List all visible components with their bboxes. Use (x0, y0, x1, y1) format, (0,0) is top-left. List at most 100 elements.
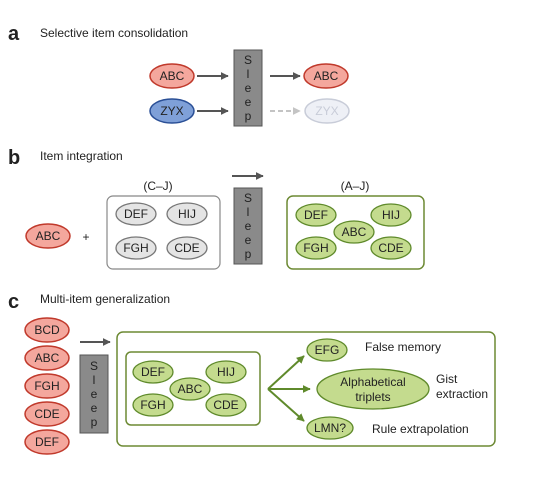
sleep-box-c: S l e e p (79, 354, 109, 434)
sleep-c-letter-3: e (91, 387, 98, 401)
node-triplets-label-line1: Alphabetical (340, 375, 405, 389)
panel-a: a Selective item consolidation ABC ZYX S… (8, 23, 350, 127)
node-zyx-output-label: ZYX (315, 104, 338, 118)
node-hij-gray-label: HIJ (178, 207, 196, 221)
sleep-b-letter-3: e (245, 219, 252, 233)
panel-a-title: Selective item consolidation (40, 26, 188, 40)
sleep-a-letter-2: l (247, 67, 250, 81)
node-fgh-gray-shape (115, 236, 157, 260)
node-cde-green-b-shape (370, 236, 412, 260)
node-fgh-stack-shape (24, 373, 70, 399)
node-abc-b-label: ABC (36, 229, 61, 243)
node-lmn-label: LMN? (314, 421, 346, 435)
sleep-a-letter-3: e (245, 81, 252, 95)
node-zyx-output-faded: ZYX (304, 98, 350, 124)
panel-c: c Multi-item generalization BCD ABC FGH … (8, 291, 496, 455)
node-fgh-stack-label: FGH (34, 379, 59, 393)
node-def-green-c: DEF (132, 360, 174, 384)
sleep-a-letter-5: p (245, 109, 252, 123)
node-cde-gray-label: CDE (174, 241, 199, 255)
node-cde-green-b-label: CDE (378, 241, 403, 255)
panel-c-title: Multi-item generalization (40, 292, 170, 306)
arrow-to-lmn (267, 388, 305, 422)
node-def-green-c-label: DEF (141, 365, 165, 379)
node-fgh-green-c-shape (132, 393, 174, 417)
node-def-stack: DEF (24, 429, 70, 455)
node-zyx-output-shape (304, 98, 350, 124)
node-fgh-stack: FGH (24, 373, 70, 399)
node-cde-green-c: CDE (205, 393, 247, 417)
node-fgh-gray: FGH (115, 236, 157, 260)
sleep-box-b-rect (233, 187, 263, 265)
node-cde-stack: CDE (24, 401, 70, 427)
node-fgh-green-c: FGH (132, 393, 174, 417)
node-abc-green-b-label: ABC (342, 225, 367, 239)
sleep-c-letter-4: e (91, 401, 98, 415)
node-zyx-input-shape (149, 98, 195, 124)
node-zyx-input: ZYX (149, 98, 195, 124)
sleep-b-letter-4: e (245, 233, 252, 247)
node-hij-green-c: HIJ (205, 360, 247, 384)
node-def-gray: DEF (115, 202, 157, 226)
node-cde-gray-shape (166, 236, 208, 260)
node-hij-green-b-label: HIJ (382, 208, 400, 222)
sleep-c-letter-1: S (90, 359, 98, 373)
node-triplets-shape (316, 368, 430, 410)
node-triplets-label-line2: triplets (355, 390, 390, 404)
node-lmn-shape (306, 416, 354, 440)
node-fgh-green-b-label: FGH (303, 241, 328, 255)
node-abc-stack-label: ABC (35, 351, 60, 365)
node-def-stack-shape (24, 429, 70, 455)
node-abc-input-label: ABC (160, 69, 185, 83)
gist-label-line2: extraction (436, 387, 488, 401)
sleep-b-letter-1: S (244, 191, 252, 205)
panel-a-letter: a (8, 23, 20, 45)
node-zyx-input-label: ZYX (160, 104, 183, 118)
node-fgh-green-b: FGH (295, 236, 337, 260)
node-abc-green-b: ABC (333, 220, 375, 244)
sleep-box-b: S l e e p (233, 187, 263, 265)
node-hij-green-b-shape (370, 203, 412, 227)
node-abc-input-shape (149, 63, 195, 89)
node-efg-label: EFG (315, 343, 340, 357)
node-hij-green-c-label: HIJ (217, 365, 235, 379)
node-hij-gray-shape (166, 202, 208, 226)
sleep-c-letter-5: p (91, 415, 98, 429)
sleep-a-letter-1: S (244, 53, 252, 67)
node-efg: EFG (306, 338, 348, 362)
node-hij-gray: HIJ (166, 202, 208, 226)
node-def-green-b-shape (295, 203, 337, 227)
rule-extrapolation-label: Rule extrapolation (372, 422, 469, 436)
right-box-label: (A–J) (341, 179, 370, 193)
arrow-to-efg (267, 355, 305, 390)
node-abc-green-c: ABC (169, 377, 211, 401)
node-fgh-green-c-label: FGH (140, 398, 165, 412)
node-def-gray-label: DEF (124, 207, 148, 221)
sleep-box-a: S l e e p (233, 49, 263, 127)
node-abc-green-b-shape (333, 220, 375, 244)
node-cde-stack-shape (24, 401, 70, 427)
node-cde-green-b: CDE (370, 236, 412, 260)
node-abc-green-c-shape (169, 377, 211, 401)
panel-c-letter: c (8, 291, 19, 313)
sleep-box-a-rect (233, 49, 263, 127)
plus-sign: + (82, 230, 89, 244)
gist-label-line1: Gist (436, 372, 458, 386)
node-abc-stack: ABC (24, 345, 70, 371)
node-efg-shape (306, 338, 348, 362)
node-cde-gray: CDE (166, 236, 208, 260)
node-def-green-b: DEF (295, 203, 337, 227)
node-cde-green-c-shape (205, 393, 247, 417)
node-abc-output: ABC (303, 63, 349, 89)
left-box-label: (C–J) (143, 179, 172, 193)
sleep-a-letter-4: e (245, 95, 252, 109)
node-def-green-c-shape (132, 360, 174, 384)
panel-b-letter: b (8, 147, 20, 169)
sleep-box-c-rect (79, 354, 109, 434)
panel-b-title: Item integration (40, 149, 123, 163)
sleep-b-letter-2: l (247, 205, 250, 219)
node-abc-b: ABC (25, 223, 71, 249)
node-def-gray-shape (115, 202, 157, 226)
node-abc-output-shape (303, 63, 349, 89)
